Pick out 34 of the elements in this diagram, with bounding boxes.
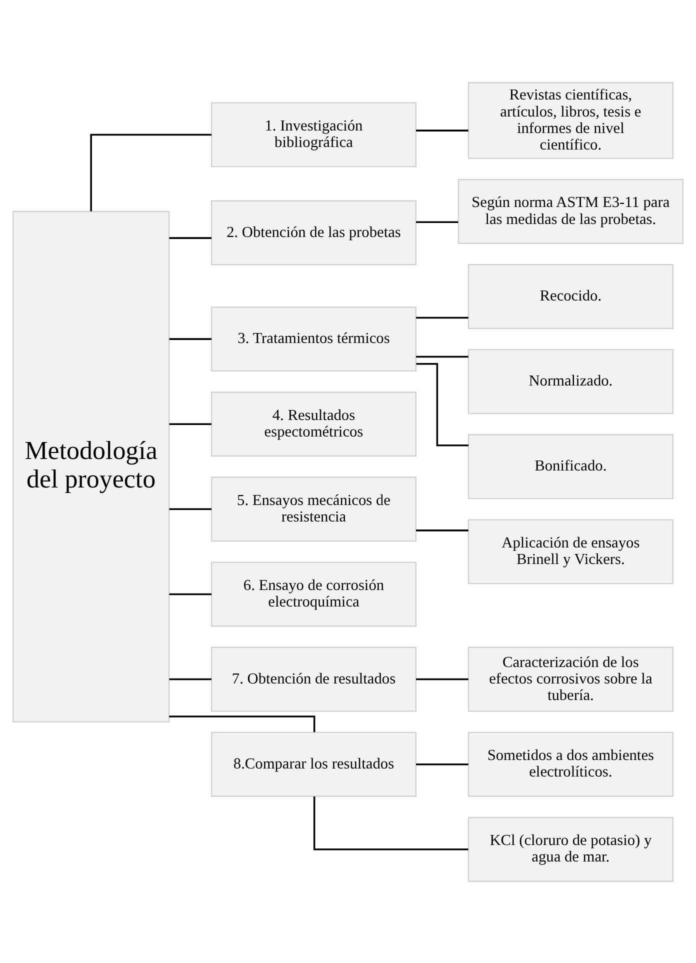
node-box: 3. Tratamientos térmicos (210, 306, 417, 372)
connector (90, 133, 212, 211)
node-box: Según norma ASTM E3-11 para las medidas de las probetas. (458, 178, 684, 244)
connector (416, 678, 468, 680)
connector (416, 529, 468, 531)
connector (169, 508, 212, 510)
connector (416, 355, 468, 358)
connector (169, 236, 212, 238)
node-box: 1. Investigación bibliográfica (210, 102, 417, 167)
node-box: Normalizado. (468, 348, 674, 414)
node-box: 2. Obtención de las probetas (210, 200, 417, 265)
node-box: Metodología del proyecto (12, 210, 170, 722)
connector (169, 422, 212, 424)
node-box: Caracterización de los efectos corrosivos sobre la tubería. (468, 646, 674, 712)
node-box: Sometidos a dos ambientes electrolíticos. (468, 731, 674, 796)
connector (416, 316, 468, 318)
connector (416, 762, 468, 765)
node-box: 6. Ensayo de corrosión electroquímica (210, 561, 417, 626)
node-box: 7. Obtención de resultados (210, 646, 417, 712)
node-box: Aplicación de ensayos Brinell y Vickers. (468, 518, 674, 584)
node-box: Recocido. (468, 264, 674, 329)
connector (416, 362, 468, 446)
connector (416, 129, 468, 131)
connector (169, 678, 212, 680)
connector (169, 338, 212, 340)
connector (169, 592, 212, 595)
node-box: 4. Resultados espectométricos (210, 391, 417, 456)
connector (313, 796, 468, 850)
node-box: Revistas científicas, artículos, libros, tesis e informes de nivel científico. (468, 82, 674, 158)
node-box: 8.Comparar los resultados (210, 731, 417, 796)
node-box: Bonificado. (468, 434, 674, 499)
node-box: KCl (cloruro de potasio) y agua de mar. (468, 816, 674, 882)
node-box: 5. Ensayos mecánicos de resistencia (210, 476, 417, 542)
connector (416, 220, 458, 222)
